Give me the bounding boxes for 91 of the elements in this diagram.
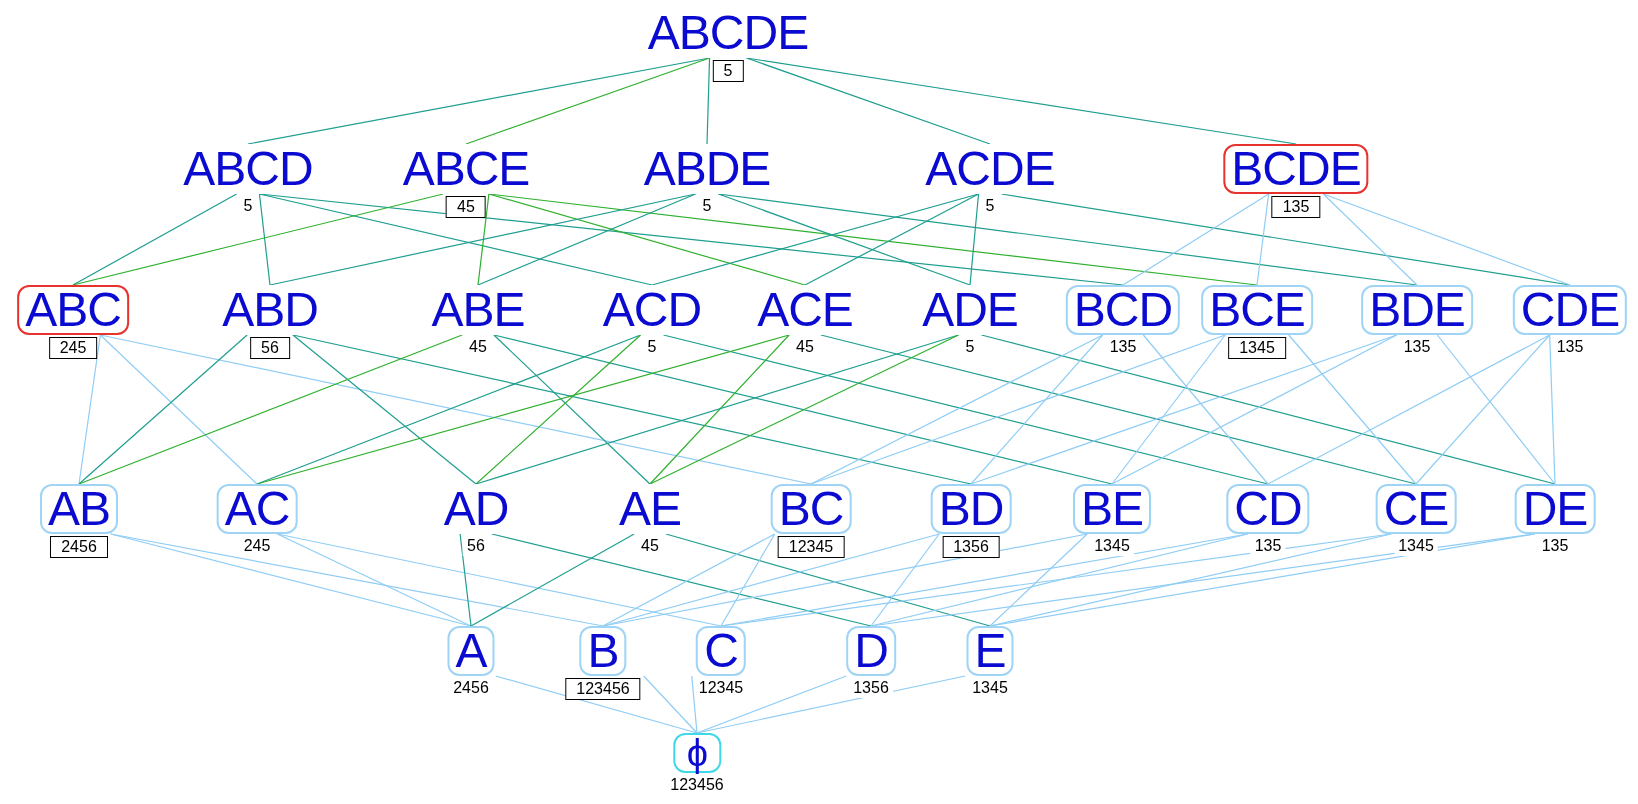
lattice-line	[1322, 193, 1571, 286]
rounded-set-label: A	[447, 626, 495, 676]
lattice-line	[78, 334, 101, 485]
rounded-set-label: BE	[1073, 484, 1151, 534]
rounded-set-label: DE	[1514, 484, 1596, 534]
lattice-line	[696, 675, 966, 734]
rounded-set-label: ABC	[17, 285, 129, 335]
lattice-line	[475, 334, 642, 485]
lattice-line	[258, 193, 271, 286]
lattice-line	[970, 334, 1104, 485]
lattice-line	[72, 193, 444, 286]
lattice-line	[1549, 334, 1556, 485]
lattice-line	[691, 675, 698, 734]
lattice-line	[78, 334, 248, 485]
support-count: 135	[1250, 536, 1286, 556]
rounded-set-label: AC	[216, 484, 298, 534]
lattice-line	[1256, 193, 1270, 286]
lattice-line	[292, 334, 972, 485]
rounded-set-label: ϕ	[672, 733, 722, 773]
rounded-set-label: CE	[1375, 484, 1457, 534]
lattice-line	[1111, 334, 1398, 485]
boxed-support-count: 1345	[1228, 337, 1286, 359]
lattice-line	[256, 334, 642, 485]
rounded-set-label: BCE	[1201, 285, 1313, 335]
lattice-line	[1111, 334, 1226, 485]
lattice-line	[810, 334, 1226, 485]
lattice-line	[110, 533, 604, 627]
lattice-line	[72, 193, 238, 286]
lattice-line	[1322, 193, 1418, 286]
lattice-line	[1122, 193, 1270, 286]
lattice-line	[459, 533, 472, 627]
lattice-line	[820, 334, 1417, 485]
lattice-line	[696, 675, 847, 734]
rounded-set-label: CDE	[1512, 285, 1628, 335]
rounded-set-label: BCD	[1065, 285, 1181, 335]
boxed-support-count: 12345	[777, 536, 845, 558]
lattice-line	[477, 193, 697, 286]
lattice-line	[292, 334, 477, 485]
rounded-set-label: BCDE	[1223, 144, 1369, 194]
lattice-line	[491, 533, 872, 627]
boxed-support-count: 2456	[50, 536, 108, 558]
lattice-line	[989, 533, 1088, 627]
lattice-line	[706, 57, 711, 145]
rounded-set-label: E	[966, 626, 1014, 676]
lattice-line	[276, 533, 472, 627]
lattice-line	[470, 533, 635, 627]
boxed-support-count: 245	[48, 337, 98, 359]
lattice-line	[495, 675, 698, 734]
support-count: 1345	[1394, 536, 1438, 556]
rounded-set-label: CD	[1226, 484, 1310, 534]
boxed-support-count: 123456	[565, 678, 641, 700]
lattice-line	[810, 334, 1104, 485]
lattice-line	[1288, 334, 1417, 485]
lattice-line	[276, 533, 722, 627]
lattice-line	[870, 533, 940, 627]
rounded-set-label: BC	[770, 484, 852, 534]
lattice-line	[643, 675, 698, 734]
lattice-line	[989, 533, 1536, 627]
lattice-line	[78, 334, 463, 485]
lattice-line	[493, 334, 1113, 485]
boxed-support-count: 135	[1271, 196, 1321, 218]
lattice-line	[465, 57, 711, 145]
rounded-set-label: C	[696, 626, 746, 676]
lattice-line	[99, 334, 258, 485]
rounded-set-label: BDE	[1361, 285, 1473, 335]
boxed-support-count: 45	[446, 196, 486, 218]
boxed-support-count: 1356	[942, 536, 1000, 558]
lattice-line	[804, 193, 980, 286]
lattice-line	[980, 334, 1556, 485]
lattice-line	[649, 334, 790, 485]
lattice-line	[662, 334, 1269, 485]
rounded-set-label: B	[579, 626, 627, 676]
boxed-support-count: 56	[250, 337, 290, 359]
lattice-line	[969, 193, 980, 286]
lattice-line	[493, 334, 651, 485]
lattice-line	[1436, 334, 1556, 485]
lattice-line	[602, 533, 1088, 627]
rounded-set-label: AB	[40, 484, 118, 534]
lattice-line	[720, 533, 776, 627]
lattice-line	[1415, 334, 1551, 485]
lattice-line	[99, 334, 812, 485]
lattice-line	[1267, 334, 1551, 485]
lattice-line	[602, 533, 776, 627]
lattice-line	[1142, 334, 1269, 485]
lattice-line	[477, 193, 490, 286]
lattice-line	[649, 334, 960, 485]
boxed-support-count: 5	[712, 60, 744, 82]
rounded-set-label: D	[846, 626, 896, 676]
lattice-line	[665, 533, 991, 627]
lattice-line	[256, 334, 790, 485]
rounded-set-label: BD	[930, 484, 1012, 534]
